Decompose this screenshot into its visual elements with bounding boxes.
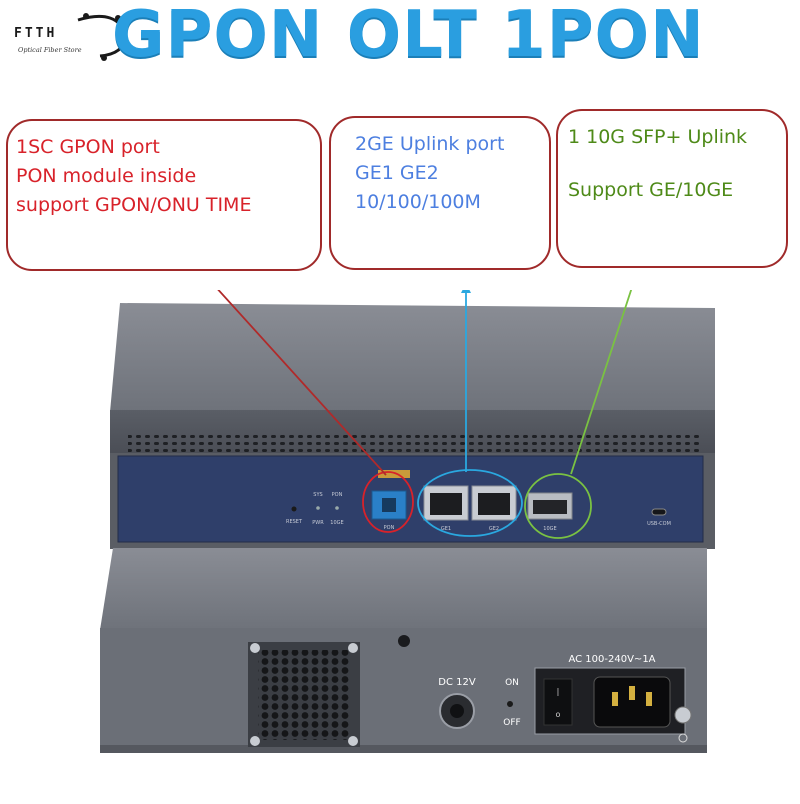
usb-com-port[interactable]	[651, 508, 667, 516]
pon-arrow	[203, 273, 387, 476]
pon-highlight-circle	[362, 471, 414, 533]
led-pon	[335, 506, 339, 510]
led-pwr-label: PWR	[312, 520, 324, 526]
iec-pin-1	[612, 692, 618, 706]
top-cover	[110, 303, 715, 412]
callout-ge-line-1: 2GE Uplink port	[355, 133, 505, 155]
ground-symbol-icon	[678, 733, 688, 743]
pon-port-label: PON	[384, 525, 395, 531]
fan-screw-br	[348, 736, 358, 746]
led-sys-label: SYS	[313, 492, 322, 498]
led-pon-label: PON	[332, 492, 343, 498]
ftth-logo: FTTH Optical Fiber Store	[8, 6, 128, 62]
vent-row	[128, 432, 703, 452]
fan-screw-tr	[348, 643, 358, 653]
callout-sfp-uplink: 1 10G SFP+ Uplink Support GE/10GE	[556, 109, 788, 268]
power-led	[507, 701, 513, 707]
iec-pin-2	[629, 686, 635, 700]
ge1-socket	[430, 493, 462, 515]
callout-ge-line-2: GE1 GE2	[355, 162, 439, 184]
callout-pon-line-2: PON module inside	[16, 165, 197, 187]
olt-front-unit: RESET SYS PON PWR 10GE PON GE1 GE2 10GE	[110, 303, 715, 549]
sfp-label: 10GE	[543, 526, 556, 532]
iec-pin-3	[646, 692, 652, 706]
device-photos: RESET SYS PON PWR 10GE PON GE1 GE2 10GE	[0, 268, 800, 800]
switch-off-mark-icon: o	[556, 710, 561, 719]
ge-arrow-head	[461, 283, 471, 293]
ge-highlight-circle	[417, 469, 523, 537]
ground-screw-top	[398, 635, 410, 647]
callout-pon-line-1: 1SC GPON port	[16, 136, 160, 158]
callout-ge-uplink: 2GE Uplink port GE1 GE2 10/100/100M	[329, 116, 551, 270]
dc-label: DC 12V	[438, 677, 476, 688]
ge2-socket	[478, 493, 510, 515]
sfp-arrow	[570, 274, 637, 475]
off-label: OFF	[503, 718, 520, 728]
fan-grille-icon	[258, 650, 350, 740]
usb-com-label: USB-COM	[647, 521, 671, 527]
switch-on-mark-icon: |	[557, 687, 560, 696]
sfp-highlight-circle	[524, 473, 592, 539]
fan-screw-tl	[250, 643, 260, 653]
front-bezel	[117, 455, 704, 543]
dc-jack-hole	[450, 704, 464, 718]
iec-inlet[interactable]	[593, 676, 671, 728]
pon-module-top	[378, 470, 410, 478]
reset-button[interactable]	[291, 506, 297, 512]
pon-sc-socket	[382, 498, 396, 512]
logo-text: FTTH	[14, 26, 58, 41]
fan-screw-bl	[250, 736, 260, 746]
olt-devices: RESET SYS PON PWR 10GE PON GE1 GE2 10GE	[100, 268, 715, 753]
led-10g-label: 10GE	[330, 520, 343, 526]
callout-pon-line-3: support GPON/ONU TIME	[16, 194, 252, 216]
led-sys	[316, 506, 320, 510]
callout-pon-port: 1SC GPON port PON module inside support …	[6, 119, 322, 271]
logo-subtitle: Optical Fiber Store	[18, 46, 82, 54]
on-label: ON	[505, 678, 519, 688]
rear-top-cover	[100, 548, 707, 630]
callout-ge-line-3: 10/100/100M	[355, 191, 481, 213]
ac-label: AC 100-240V~1A	[568, 654, 655, 665]
ge2-label: GE2	[489, 526, 499, 532]
rear-bottom-edge	[100, 745, 707, 753]
reset-label: RESET	[286, 519, 303, 525]
sfp-slot	[533, 500, 567, 514]
callout-sfp-line-1: 1 10G SFP+ Uplink	[568, 126, 748, 148]
logo-swoosh-icon	[77, 13, 128, 61]
olt-rear-unit: DC 12V ON OFF AC 100-240V~1A | o	[100, 548, 707, 753]
ground-screw	[674, 706, 692, 724]
rocker-switch[interactable]	[543, 678, 573, 726]
callout-sfp-line-2: Support GE/10GE	[568, 179, 734, 201]
headline: GPON OLT 1PON	[112, 0, 705, 72]
ge1-label: GE1	[441, 526, 451, 532]
